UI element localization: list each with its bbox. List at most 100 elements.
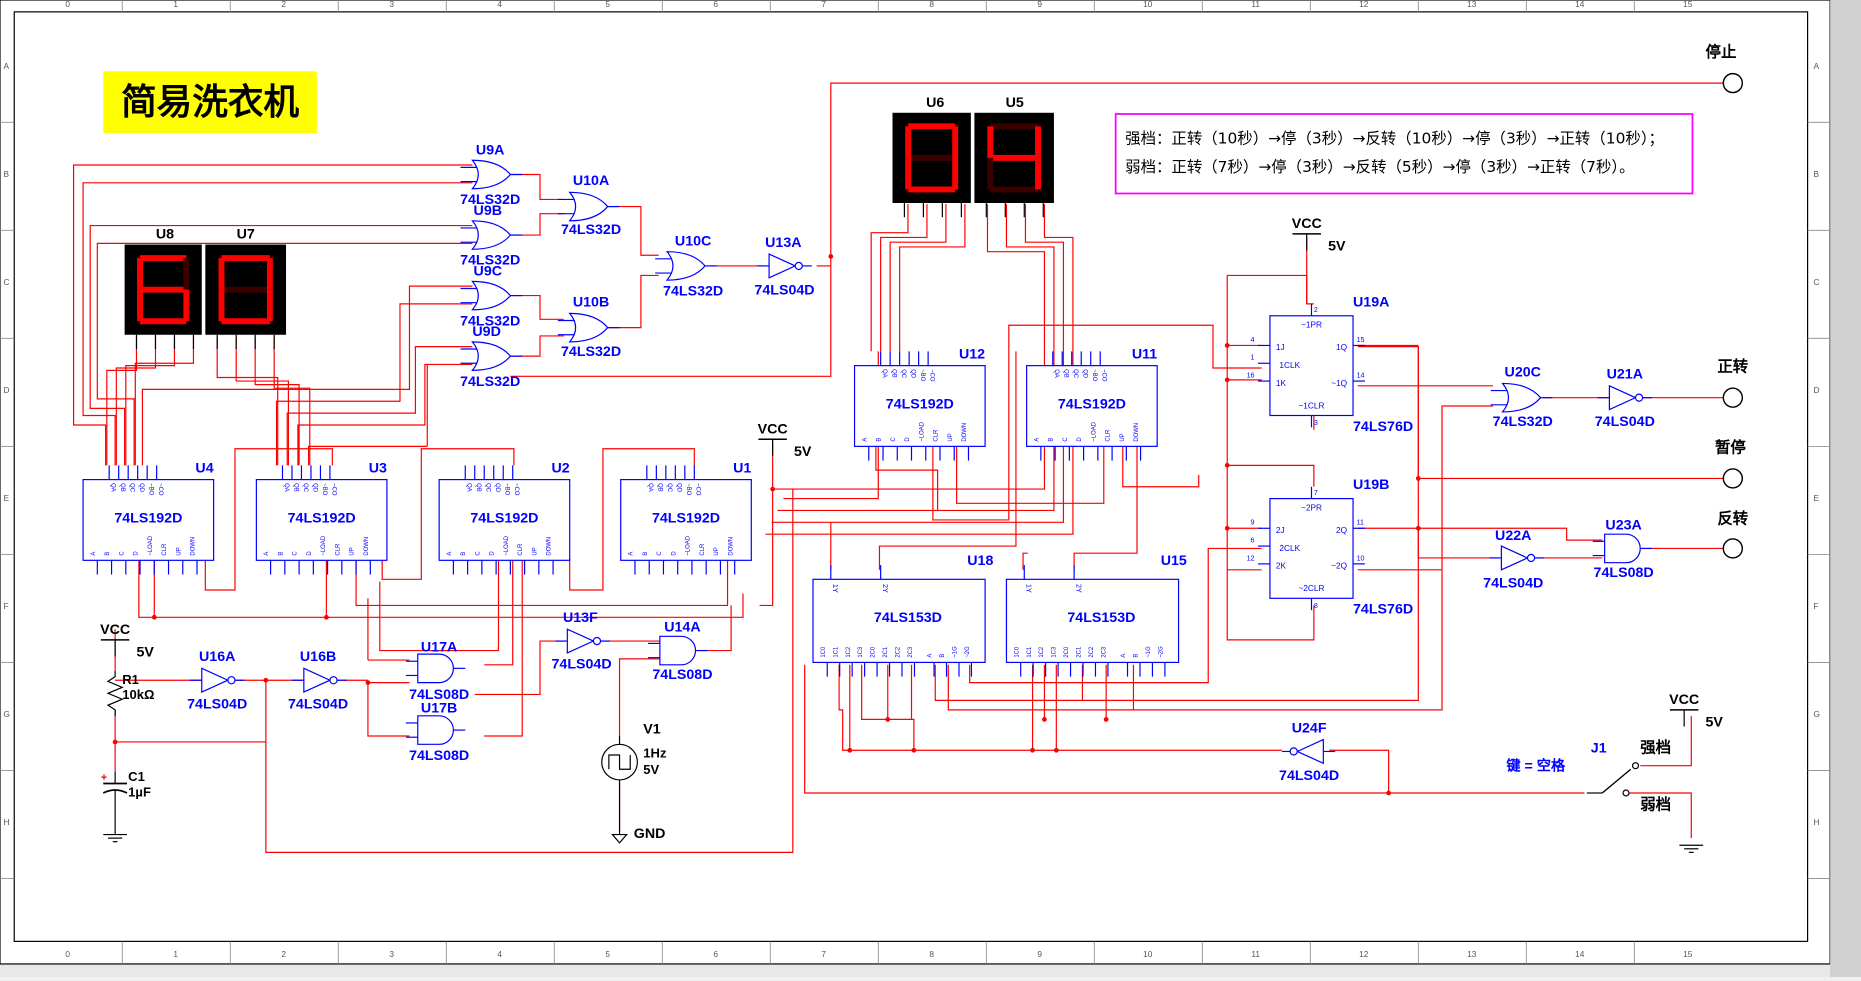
junction	[828, 254, 834, 259]
counter-pin-label: DOWN	[191, 537, 197, 556]
gate-part-u10c: 74LS32D	[663, 284, 723, 300]
output-probe-stop	[1722, 72, 1744, 94]
wire	[216, 337, 279, 466]
counter-pin-label: QA	[1053, 369, 1059, 378]
wire	[956, 446, 1105, 504]
gate-ref-u21a: U21A	[1607, 367, 1643, 383]
flipflop-pin-num: 4	[1251, 336, 1255, 344]
switch-ref: J1	[1591, 741, 1607, 757]
wire	[134, 337, 195, 466]
and-gate-body	[417, 653, 454, 684]
flipflop-pin-num: 9	[1251, 519, 1255, 527]
not-gate-bubble	[1526, 553, 1536, 563]
junction	[1224, 343, 1230, 348]
wire	[569, 448, 695, 591]
source-voltage: 5V	[643, 762, 659, 777]
source-frequency: 1Hz	[643, 745, 667, 760]
counter-pin-label: DOWN	[364, 537, 370, 556]
wire	[830, 82, 1724, 257]
wire	[510, 173, 564, 201]
junction	[1415, 525, 1421, 531]
flipflop-pin-label: 2Q	[1336, 525, 1348, 535]
counter-pin-label: DOWN	[547, 537, 553, 556]
gate-part-u23a: 74LS08D	[1594, 565, 1654, 581]
and-gate-body	[1604, 533, 1641, 564]
not-gate-bubble	[592, 636, 602, 646]
flipflop-pin-num: 15	[1357, 336, 1365, 344]
counter-ref: U2	[551, 460, 569, 476]
junction	[885, 717, 891, 722]
flipflop-pin-num: 2	[1314, 306, 1318, 314]
wire	[379, 557, 500, 652]
ruler-col-label: 13	[1467, 949, 1477, 959]
counter-pin-label: ~LOAD	[321, 536, 327, 556]
mux-ref: U18	[967, 553, 993, 569]
wire	[141, 285, 473, 466]
counter-pin-label: QB	[657, 483, 663, 492]
ruler-row-label: G	[4, 709, 10, 719]
counter-pin-label: QA	[881, 369, 887, 378]
counter-pin-label: UP	[714, 547, 720, 555]
wire	[474, 640, 565, 696]
ruler-col-label: 11	[1251, 0, 1260, 9]
ruler-col-label: 5	[605, 0, 610, 9]
gate-u9a	[460, 159, 523, 190]
counter-pin-label: ~CO	[330, 483, 336, 496]
counter-pin-label: UP	[1120, 433, 1126, 441]
wire	[510, 256, 832, 377]
wire	[1227, 464, 1315, 487]
ruler-col-label: 10	[1143, 949, 1153, 959]
output-probe-forward	[1722, 387, 1744, 408]
junction	[1415, 476, 1421, 481]
switch-weak-label: 弱档	[1640, 795, 1671, 814]
ruler-row-label: E	[1814, 493, 1820, 503]
junction	[1224, 525, 1230, 531]
flipflop-pin-num: 3	[1314, 419, 1318, 427]
counter-pin-label: QD	[1082, 369, 1088, 378]
wire	[367, 682, 410, 737]
wire	[138, 557, 744, 618]
resistor-value: 10kΩ	[122, 687, 154, 702]
gnd-right	[1679, 844, 1704, 853]
switch-j1-lever[interactable]	[1601, 768, 1632, 794]
output-label-reverse: 反转	[1717, 509, 1748, 528]
display-u6	[892, 112, 971, 218]
ruler-col-label: 6	[713, 949, 718, 959]
mux-ref: U15	[1161, 553, 1187, 569]
ruler-col-label: 9	[1037, 0, 1042, 9]
output-label-forward: 正转	[1717, 357, 1748, 376]
gate-u17b	[405, 715, 466, 745]
sheet-inner-border	[13, 11, 1809, 942]
gate-u10c	[655, 251, 717, 281]
counter-body	[1026, 365, 1158, 447]
mux-body	[1005, 578, 1180, 664]
gate-u17a	[405, 653, 466, 684]
gate-part-u9d: 74LS32D	[460, 374, 520, 390]
gate-ref-u22a: U22A	[1495, 528, 1531, 544]
display-ref-u5: U5	[1006, 95, 1024, 111]
and-gate-body	[417, 715, 454, 745]
mux-pin-label: 1C3	[1052, 646, 1058, 658]
flipflop-pin-label: ~2PR	[1301, 502, 1322, 512]
counter-pin-label: CLR	[518, 544, 524, 556]
flipflop-pin-label: 2J	[1276, 525, 1285, 535]
counter-pin-label: QA	[466, 483, 472, 492]
display-ref-u8: U8	[156, 227, 174, 243]
wire	[618, 658, 660, 737]
wire	[932, 324, 1262, 521]
gate-u24f	[1281, 738, 1336, 765]
flipflop-ref: U19A	[1353, 294, 1389, 310]
counter-pin-label: B	[877, 438, 883, 442]
counter-part: 74LS192D	[470, 510, 538, 526]
wire	[870, 204, 909, 352]
mux-body	[812, 578, 986, 664]
ruler-row-label: D	[4, 385, 10, 395]
counter-pin-label: D	[1077, 437, 1083, 441]
mux-pin-label: ~1G	[953, 646, 959, 658]
ruler-row-label: A	[1814, 61, 1820, 71]
gate-ref-u9d: U9D	[472, 324, 500, 340]
wire	[607, 205, 659, 256]
